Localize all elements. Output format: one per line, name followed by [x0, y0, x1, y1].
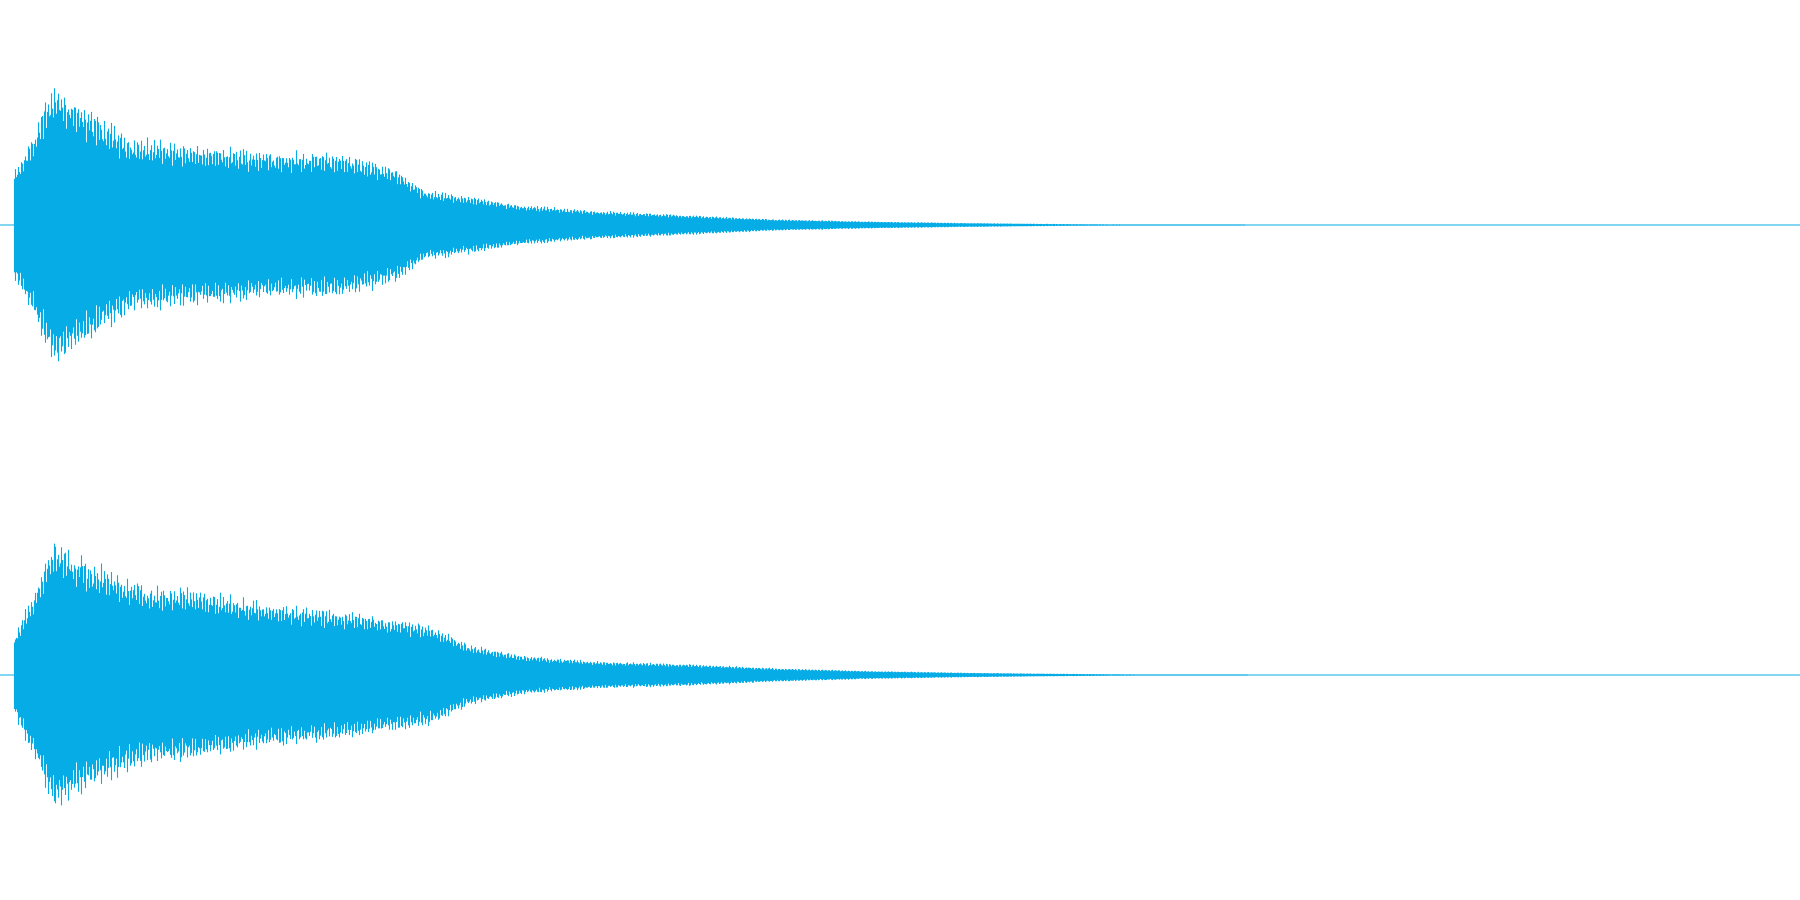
waveform-channel-2 [0, 543, 1800, 806]
waveform-signal [13, 543, 1249, 806]
waveform-signal [13, 88, 1246, 362]
waveform-channel-1 [0, 88, 1800, 362]
